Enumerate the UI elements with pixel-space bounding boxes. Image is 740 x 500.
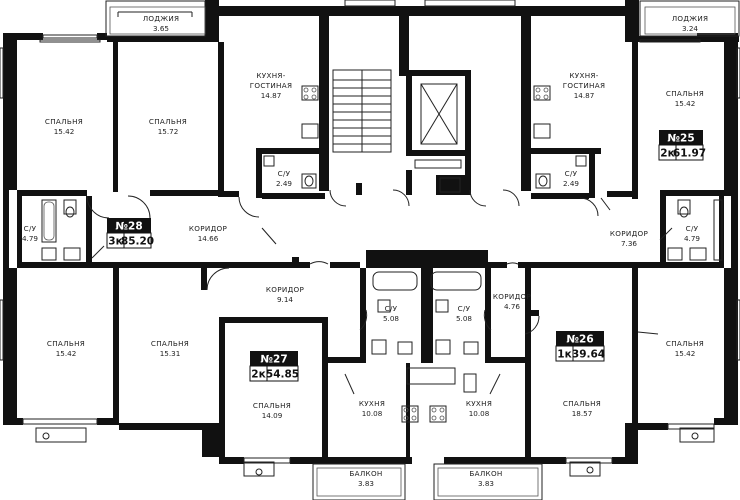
- room-name-kitchen-living-right: КУХНЯ-: [569, 71, 598, 80]
- room-name-bedroom-h: СПАЛЬНЯ: [666, 339, 704, 348]
- room-area-bedroom-h: 15.42: [675, 349, 696, 358]
- room-area-bedroom-c: 15.42: [675, 99, 696, 108]
- stairwell: [332, 69, 462, 193]
- door-swings: [86, 189, 673, 395]
- room-name-bedroom-f: СПАЛЬНЯ: [253, 401, 291, 410]
- room-name-kitchen-26: КУХНЯ: [466, 399, 492, 408]
- room-area-bedroom-a: 15.42: [54, 127, 75, 136]
- room-area-balcony-27: 3.83: [358, 479, 374, 488]
- apartment-badge-26[interactable]: №26 1к 39.64: [555, 331, 605, 362]
- walls: [3, 0, 739, 464]
- apartment-rooms-25: 2к: [660, 148, 674, 160]
- room-name-balcony-26: БАЛКОН: [469, 469, 502, 478]
- apartment-number-25: №25: [667, 133, 694, 145]
- room-name-bath-left-top: С/У: [278, 169, 291, 178]
- room-area-bath-left-mid: 4.79: [22, 234, 38, 243]
- room-area-kitchen-living-left: 14.87: [261, 91, 282, 100]
- room-area-bath-right-mid: 4.79: [684, 234, 700, 243]
- room-area-bath-27: 5.08: [383, 314, 399, 323]
- room-name-bedroom-c: СПАЛЬНЯ: [666, 89, 704, 98]
- apartment-area-26: 39.64: [572, 349, 605, 361]
- room-name-corridor-27: КОРИДОР: [266, 285, 305, 294]
- apartment-rooms-26: 1к: [557, 349, 571, 361]
- room-name-bedroom-e: СПАЛЬНЯ: [151, 339, 189, 348]
- room-name-bath-left-mid: С/У: [24, 224, 37, 233]
- room-name-bath-right-mid: С/У: [686, 224, 699, 233]
- room-name-corridor-25: КОРИДОР: [610, 229, 649, 238]
- room-area-balcony-26: 3.83: [478, 479, 494, 488]
- room-name-bath-right-top: С/У: [565, 169, 578, 178]
- room-name-bedroom-b: СПАЛЬНЯ: [149, 117, 187, 126]
- room-name-bath-26: С/У: [458, 304, 471, 313]
- room-name2-kitchen-living-left: ГОСТИНАЯ: [250, 81, 293, 90]
- room-area-corridor-28: 14.66: [198, 234, 219, 243]
- room-area-bath-right-top: 2.49: [563, 179, 579, 188]
- apartment-badge-28[interactable]: №28 3к 85.20: [106, 218, 154, 249]
- room-area-bath-left-top: 2.49: [276, 179, 292, 188]
- room-name-bedroom-d: СПАЛЬНЯ: [47, 339, 85, 348]
- room-area-kitchen-27: 10.08: [362, 409, 383, 418]
- apartment-rooms-28: 3к: [108, 236, 122, 248]
- room-name2-kitchen-living-right: ГОСТИНАЯ: [563, 81, 606, 90]
- apartment-area-27: 54.85: [266, 369, 299, 381]
- apartment-number-27: №27: [260, 354, 287, 366]
- room-area-loggia-right: 3.24: [682, 24, 698, 33]
- room-name-bath-27: С/У: [385, 304, 398, 313]
- apartment-badge-25[interactable]: №25 2к 61.97: [658, 130, 706, 161]
- apartment-area-25: 61.97: [673, 148, 706, 160]
- room-name-loggia-right: ЛОДЖИЯ: [672, 14, 709, 23]
- apartment-rooms-27: 2к: [251, 369, 265, 381]
- room-name-bedroom-g: СПАЛЬНЯ: [563, 399, 601, 408]
- room-area-corridor-25: 7.36: [621, 239, 637, 248]
- room-area-corridor-27: 9.14: [277, 295, 293, 304]
- room-name-corridor-28: КОРИДОР: [189, 224, 228, 233]
- apartment-area-28: 85.20: [121, 236, 154, 248]
- room-area-bedroom-g: 18.57: [572, 409, 593, 418]
- room-name-bedroom-a: СПАЛЬНЯ: [45, 117, 83, 126]
- room-name-corridor-26: КОРИДОР: [493, 292, 532, 301]
- room-name-loggia-left: ЛОДЖИЯ: [143, 14, 180, 23]
- room-area-bedroom-e: 15.31: [160, 349, 181, 358]
- room-area-bedroom-f: 14.09: [262, 411, 283, 420]
- room-labels: ЛОДЖИЯ 3.65 СПАЛЬНЯ 15.42 СПАЛЬНЯ 15.72 …: [22, 14, 708, 488]
- room-name-kitchen-27: КУХНЯ: [359, 399, 385, 408]
- apartment-number-28: №28: [115, 221, 142, 233]
- room-area-bath-26: 5.08: [456, 314, 472, 323]
- room-area-loggia-left: 3.65: [153, 24, 169, 33]
- room-area-kitchen-living-right: 14.87: [574, 91, 595, 100]
- room-name-kitchen-living-left: КУХНЯ-: [256, 71, 285, 80]
- fixtures: [41, 85, 723, 423]
- room-area-bedroom-b: 15.72: [158, 127, 179, 136]
- apartment-badge-27[interactable]: №27 2к 54.85: [249, 351, 299, 382]
- room-area-bedroom-d: 15.42: [56, 349, 77, 358]
- room-area-kitchen-26: 10.08: [469, 409, 490, 418]
- room-name-balcony-27: БАЛКОН: [349, 469, 382, 478]
- room-area-corridor-26: 4.76: [504, 302, 520, 311]
- apartment-number-26: №26: [566, 334, 593, 346]
